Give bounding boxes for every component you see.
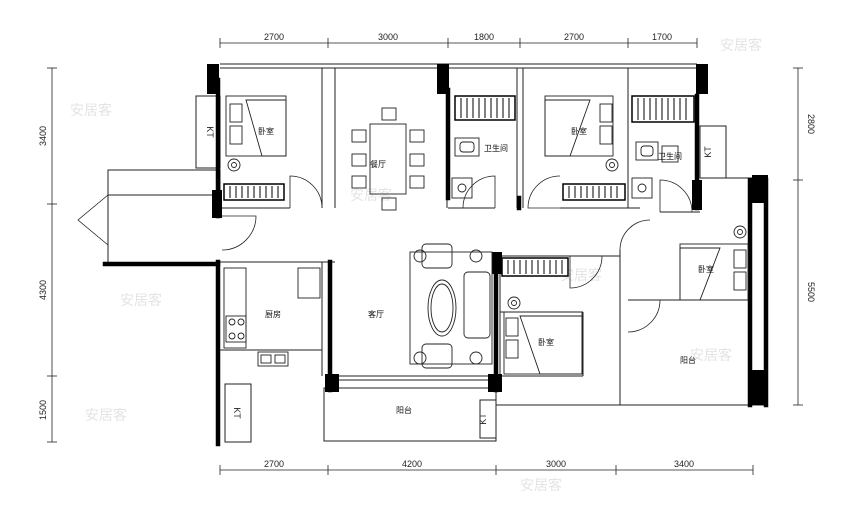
dimension-label: 3000 bbox=[378, 32, 398, 42]
dimension-lines bbox=[47, 38, 803, 475]
dimension-label: 4300 bbox=[38, 280, 48, 300]
room-label-bedroom-n: 卧室 bbox=[571, 126, 587, 136]
wardrobe-s bbox=[501, 257, 569, 277]
room-labels: 卧室 餐厅 卫生间 卧室 卫生间 卧室 厨房 客厅 卧室 阳台 阳台 bbox=[258, 126, 714, 415]
dimension-label: 2700 bbox=[564, 32, 584, 42]
bathroom-fixtures bbox=[451, 137, 679, 199]
bed-e bbox=[679, 225, 749, 301]
watermark-text: 安居客 bbox=[120, 292, 162, 309]
watermark-text: 安居客 bbox=[350, 187, 392, 204]
dimension-label: 5500 bbox=[806, 282, 816, 302]
dimension-label: 1700 bbox=[652, 32, 672, 42]
room-label-living: 客厅 bbox=[368, 309, 384, 319]
dimension-label: 3400 bbox=[38, 126, 48, 146]
dimension-label: 2700 bbox=[264, 32, 284, 42]
dimension-label: 3400 bbox=[674, 459, 694, 469]
ac-unit-label: KT bbox=[478, 413, 488, 425]
bed-nw bbox=[225, 95, 287, 172]
room-label-bath-1: 卫生间 bbox=[484, 143, 508, 153]
room-label-bedroom-s: 卧室 bbox=[538, 337, 554, 347]
bed-s bbox=[503, 296, 583, 375]
ac-unit-label: KT bbox=[232, 407, 242, 419]
dimension-label: 4200 bbox=[402, 459, 422, 469]
room-label-bedroom-e: 卧室 bbox=[698, 264, 714, 274]
sofa-set bbox=[409, 243, 493, 369]
room-label-balcony-e: 阳台 bbox=[680, 355, 696, 365]
doors bbox=[77, 175, 693, 333]
ac-units: KT KT KT KT bbox=[205, 126, 713, 425]
room-label-balcony-s: 阳台 bbox=[396, 405, 412, 415]
watermark-text: 安居客 bbox=[70, 102, 112, 119]
room-label-dining: 餐厅 bbox=[370, 160, 386, 169]
ac-unit-label: KT bbox=[703, 146, 713, 158]
room-label-bedroom-nw: 卧室 bbox=[258, 126, 274, 136]
dimension-label: 2800 bbox=[806, 114, 816, 134]
kitchen-fixtures bbox=[223, 267, 321, 367]
wardrobe-n bbox=[562, 183, 626, 201]
column-posts bbox=[207, 64, 768, 405]
dining-table bbox=[351, 107, 425, 211]
watermark-text: 安居客 bbox=[520, 477, 562, 494]
room-label-bath-2: 卫生间 bbox=[658, 151, 682, 161]
beds bbox=[225, 95, 749, 375]
dimension-label: 1500 bbox=[38, 400, 48, 420]
structural-walls bbox=[102, 77, 769, 447]
room-label-kitchen: 厨房 bbox=[265, 309, 281, 319]
wardrobes bbox=[223, 95, 695, 277]
dimension-label: 2700 bbox=[264, 459, 284, 469]
dimension-label: 1800 bbox=[474, 32, 494, 42]
ac-unit-label: KT bbox=[205, 126, 215, 138]
bed-n bbox=[544, 95, 619, 172]
dimension-labels: 2700 3000 1800 2700 1700 2700 4200 3000 … bbox=[38, 32, 816, 469]
dimension-label: 3000 bbox=[546, 459, 566, 469]
watermark-text: 安居客 bbox=[720, 37, 762, 54]
watermark-layer: 安居客 安居客 安居客 安居客 安居客 安居客 安居客 安居客 bbox=[70, 37, 762, 494]
watermark-text: 安居客 bbox=[690, 347, 732, 364]
wardrobe-bath2 bbox=[631, 95, 695, 123]
watermark-text: 安居客 bbox=[85, 407, 127, 424]
